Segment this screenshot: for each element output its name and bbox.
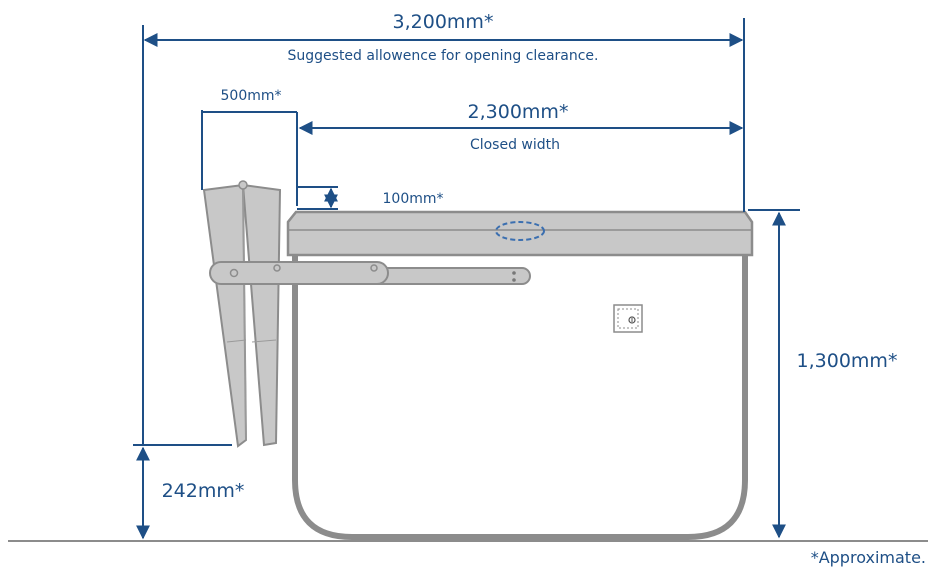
lid-height-label: 100mm* <box>383 191 444 207</box>
door-crease-right <box>251 339 277 343</box>
arm-width-label: 500mm* <box>221 88 282 104</box>
total-height-label: 1,300mm* <box>797 350 898 372</box>
door-seam <box>242 184 247 441</box>
arm-short <box>209 261 389 285</box>
door-right <box>241 183 282 447</box>
bin-lid <box>286 210 754 257</box>
overall-width-caption: Suggested allowence for opening clearanc… <box>288 48 599 64</box>
overall-width-label: 3,200mm* <box>393 11 494 33</box>
lock-icon <box>613 304 643 333</box>
lid-handle-icon <box>495 221 545 241</box>
ground-clearance-label: 242mm* <box>162 480 245 502</box>
closed-width-label: 2,300mm* <box>468 101 569 123</box>
door-left <box>202 183 248 448</box>
hinge-pin-icon <box>238 180 248 190</box>
footnote: *Approximate. <box>811 548 926 567</box>
bin-body <box>292 255 748 540</box>
door-crease-left <box>226 339 247 343</box>
closed-width-caption: Closed width <box>470 137 560 153</box>
